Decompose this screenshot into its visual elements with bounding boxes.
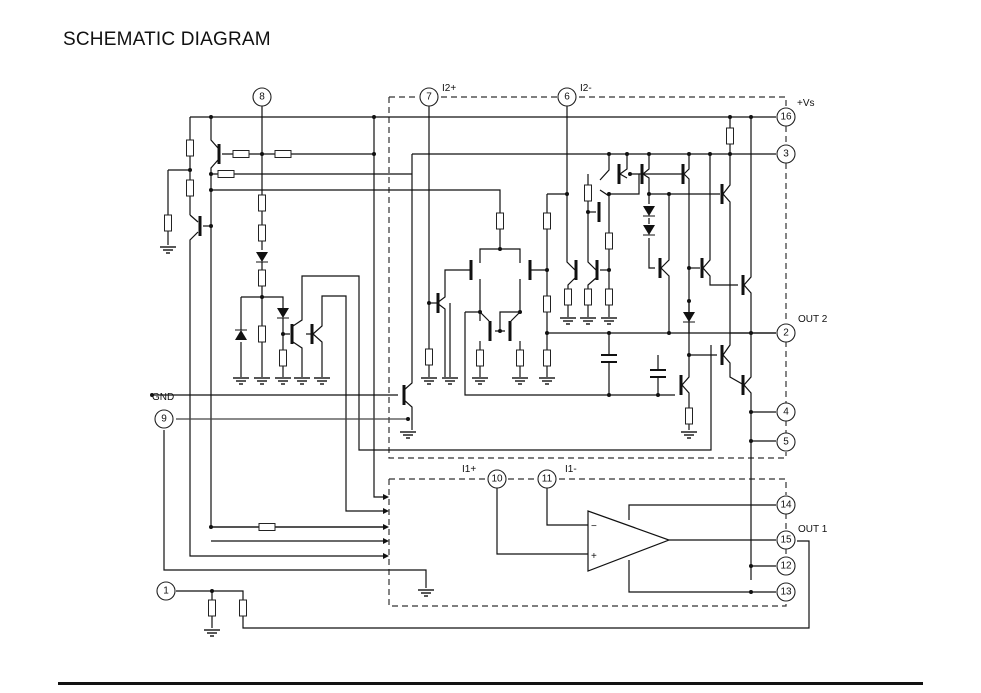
svg-text:3: 3	[783, 149, 789, 160]
pin-1: 1	[156, 581, 176, 601]
label-i1-minus: I1-	[565, 464, 577, 475]
pin-4: 4	[776, 402, 796, 422]
svg-text:10: 10	[491, 474, 503, 485]
svg-text:2: 2	[783, 328, 789, 339]
label-gnd: GND	[152, 392, 174, 403]
pin-5: 5	[776, 432, 796, 452]
svg-text:11: 11	[542, 474, 553, 485]
label-i2-plus: I2+	[442, 83, 456, 94]
pin-6: 6	[557, 87, 577, 107]
pin-14: 14	[776, 495, 796, 515]
junctions	[150, 115, 753, 594]
pin-13: 13	[776, 582, 796, 602]
svg-text:16: 16	[780, 112, 792, 123]
pin-8: 8	[252, 87, 272, 107]
label-vs: +Vs	[797, 98, 815, 109]
transistors	[198, 144, 745, 405]
label-i2-minus: I2-	[580, 83, 592, 94]
svg-text:15: 15	[780, 535, 792, 546]
svg-text:12: 12	[780, 561, 792, 572]
pin-16: 16	[776, 107, 796, 127]
svg-text:13: 13	[780, 587, 792, 598]
pin-15: 15	[776, 530, 796, 550]
svg-text:7: 7	[426, 92, 432, 103]
capacitors	[601, 354, 666, 378]
ground-symbols	[159, 246, 698, 637]
svg-text:1: 1	[163, 586, 169, 597]
svg-text:8: 8	[259, 92, 265, 103]
pin-2: 2	[776, 323, 796, 343]
svg-text:6: 6	[564, 92, 570, 103]
label-out1: OUT 1	[798, 524, 828, 535]
op-amp: − +	[587, 510, 671, 572]
svg-text:9: 9	[161, 414, 167, 425]
pin-10: 10	[487, 469, 507, 489]
pin-3: 3	[776, 144, 796, 164]
label-out2: OUT 2	[798, 314, 828, 325]
opamp-noninverting-sign: +	[591, 551, 597, 562]
wires	[152, 106, 810, 629]
pin-12: 12	[776, 556, 796, 576]
svg-text:14: 14	[780, 500, 792, 511]
diagram-title: SCHEMATIC DIAGRAM	[63, 29, 271, 50]
pin-7: 7	[419, 87, 439, 107]
footer-divider	[58, 682, 923, 685]
diodes	[235, 206, 695, 340]
ic-boundary-lower	[388, 478, 787, 607]
pin-11: 11	[537, 469, 557, 489]
pin-9: 9	[154, 409, 174, 429]
ic-boundary-upper	[388, 96, 787, 459]
svg-text:4: 4	[783, 407, 789, 418]
opamp-inverting-sign: −	[591, 521, 597, 532]
svg-text:5: 5	[783, 437, 789, 448]
input-arrows	[383, 494, 389, 559]
label-i1-plus: I1+	[462, 464, 476, 475]
